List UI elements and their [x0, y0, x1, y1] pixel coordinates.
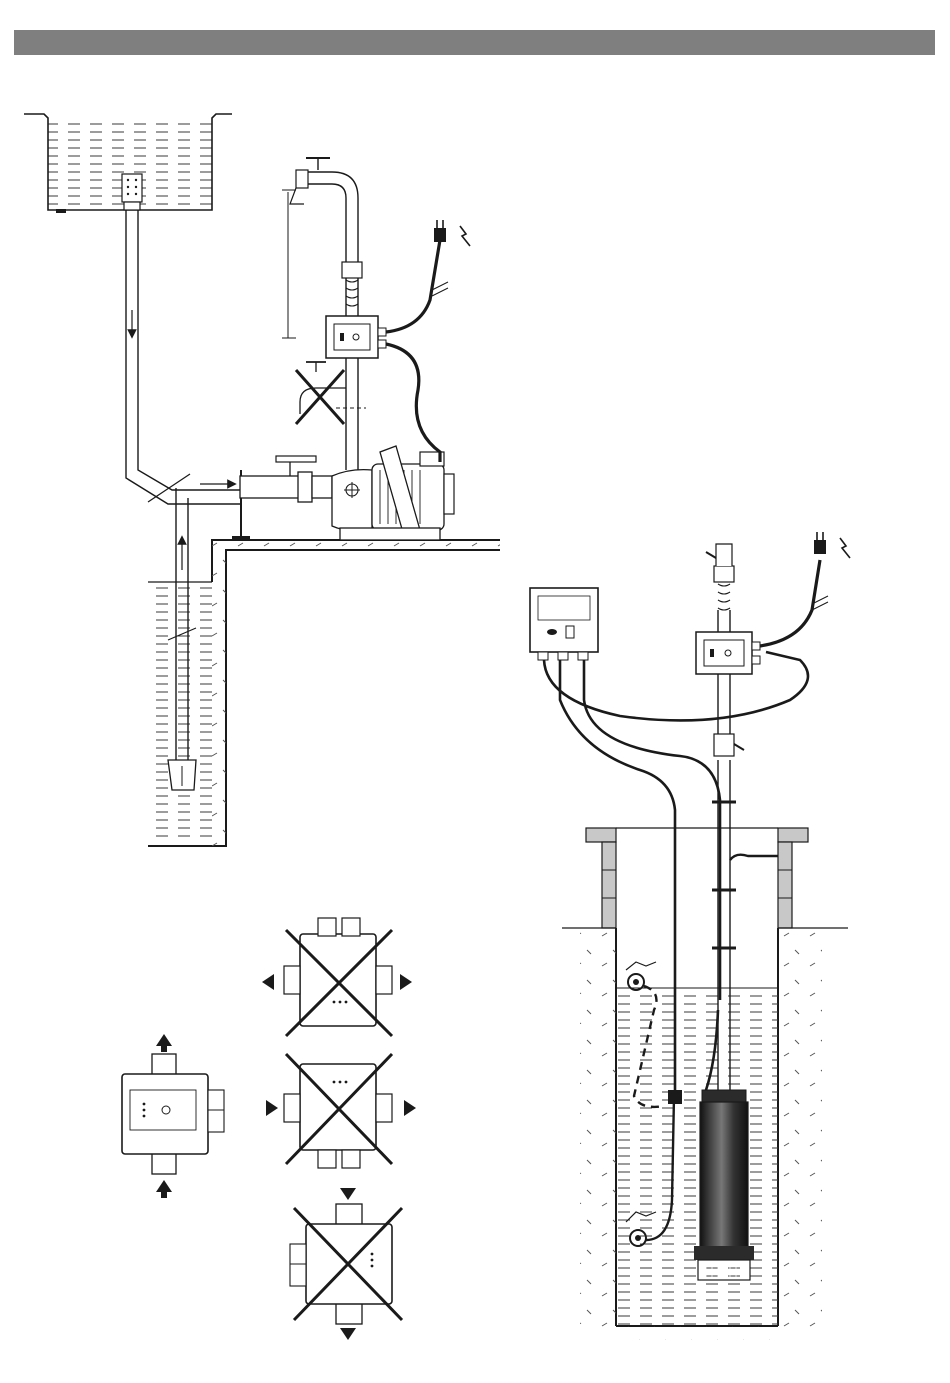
- switch-icon: [566, 626, 574, 638]
- arrow-right-icon: [404, 1100, 416, 1116]
- flexible-hose-icon: [346, 280, 358, 306]
- pressure-controller-surface: [326, 316, 386, 358]
- faucet-icon: [290, 158, 330, 204]
- arrow-right-icon: [266, 1100, 278, 1116]
- discharge-pipe: [282, 158, 362, 470]
- plug-icon: [814, 532, 826, 554]
- surface-pump-installation: [24, 114, 500, 846]
- valve-handle-icon: [706, 552, 716, 558]
- lightning-icon: [460, 226, 470, 246]
- controller-orientation-guide: [122, 918, 416, 1340]
- arrow-up-icon: [156, 1180, 172, 1192]
- pressure-controller-submersible: [696, 544, 760, 674]
- surface-pump: [240, 446, 454, 540]
- strainer-icon: [122, 174, 142, 202]
- submersible-pump-installation: [530, 532, 850, 1340]
- lightning-icon: [840, 538, 850, 558]
- arrow-left-icon: [262, 974, 274, 990]
- indicator-light-icon: [547, 629, 557, 635]
- flexible-hose-icon: [718, 584, 730, 610]
- arrow-down-icon: [340, 1328, 356, 1340]
- control-panel: [530, 588, 598, 660]
- left-well: [148, 470, 500, 846]
- power-cable-submersible: [760, 532, 850, 646]
- orientation-prohibited-2: [266, 1054, 416, 1168]
- plug-icon: [434, 220, 446, 242]
- prohibited-tap: [296, 362, 366, 424]
- upper-tank: [24, 114, 232, 213]
- cross-out-icon: [296, 370, 344, 424]
- orientation-allowed: [122, 1034, 224, 1198]
- arrow-down-icon: [340, 1188, 356, 1200]
- arrow-up-icon: [156, 1034, 172, 1046]
- well-shaft: [562, 828, 848, 1340]
- power-cable-surface: [386, 220, 470, 462]
- orientation-prohibited-3: [290, 1188, 402, 1340]
- arrow-left-icon: [400, 974, 412, 990]
- suction-pipe: [126, 210, 240, 504]
- valve-handle-icon: [276, 456, 316, 462]
- orientation-prohibited-1: [262, 918, 412, 1036]
- well-water: [616, 990, 778, 1326]
